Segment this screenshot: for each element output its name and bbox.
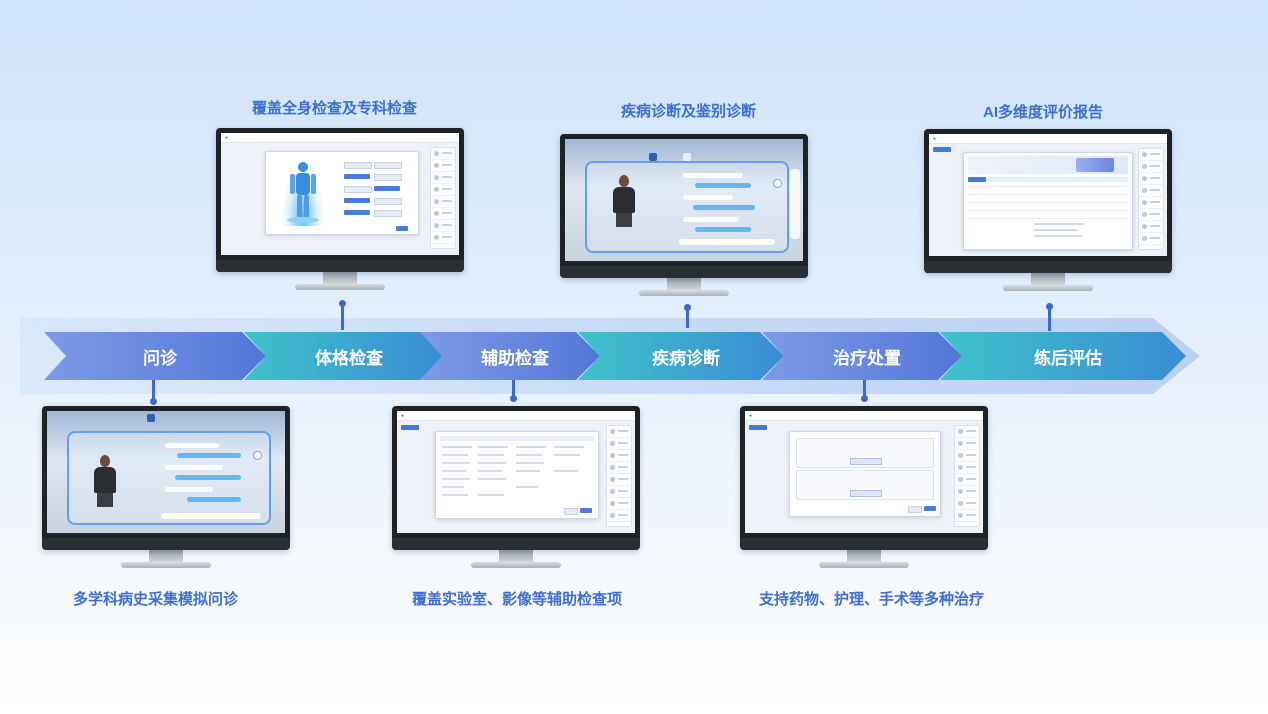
add-medication-button[interactable] bbox=[850, 458, 882, 465]
chat-input[interactable] bbox=[679, 239, 775, 245]
caption-diagnosis: 疾病诊断及鉴别诊断 bbox=[621, 103, 757, 120]
side-menu bbox=[430, 147, 456, 249]
pin-line bbox=[341, 304, 344, 330]
timeline-step-diagnosis: 疾病诊断 bbox=[578, 332, 784, 380]
confirm-button[interactable] bbox=[924, 506, 936, 511]
patient-avatar-icon bbox=[100, 455, 110, 467]
screen-consultation: ​ bbox=[47, 411, 285, 533]
caption-treatment: 支持药物、护理、手术等多种治疗 bbox=[759, 591, 985, 608]
cancel-button[interactable] bbox=[564, 508, 578, 515]
back-button[interactable] bbox=[401, 425, 419, 430]
pin-line bbox=[863, 380, 866, 399]
screen-diagnosis: ​ ​ bbox=[565, 139, 803, 261]
body-exam-dialog bbox=[265, 151, 419, 235]
monitor-physical-exam: ● bbox=[216, 128, 464, 290]
chat-input[interactable] bbox=[161, 513, 261, 519]
back-button[interactable] bbox=[933, 147, 951, 152]
timeline-step-auxiliary-exam: 辅助检查 bbox=[420, 332, 600, 380]
report-tabs bbox=[968, 177, 1128, 182]
timeline-step-consultation: 问诊 bbox=[44, 332, 266, 380]
pin-dot bbox=[861, 395, 868, 402]
pin-dot bbox=[510, 395, 517, 402]
pin-line bbox=[152, 380, 155, 402]
report-panel bbox=[963, 152, 1133, 250]
back-button[interactable] bbox=[749, 425, 767, 430]
exam-tabs bbox=[440, 436, 594, 441]
consult-title: ​ bbox=[147, 414, 155, 422]
differential-tab[interactable]: ​ bbox=[683, 153, 691, 161]
monitor-diagnosis: ​ ​ bbox=[560, 134, 808, 296]
pin-line bbox=[686, 308, 689, 328]
cancel-button[interactable] bbox=[908, 506, 922, 513]
monitor-treatment: ● bbox=[740, 406, 988, 568]
body-model-icon bbox=[278, 158, 328, 226]
pin-dot bbox=[150, 398, 157, 405]
screen-treatment: ● bbox=[745, 411, 983, 533]
diagnosis-tab[interactable]: ​ bbox=[649, 153, 657, 161]
caption-physical-exam: 覆盖全身检查及专科检查 bbox=[252, 100, 418, 117]
timeline-step-treatment: 治疗处置 bbox=[762, 332, 962, 380]
side-menu bbox=[606, 425, 632, 527]
doctor-avatar-icon bbox=[773, 179, 782, 188]
screen-auxiliary-exam: ● bbox=[397, 411, 635, 533]
exam-select-dialog bbox=[435, 431, 599, 519]
caption-consultation: 多学科病史采集模拟问诊 bbox=[73, 591, 239, 608]
caption-auxiliary-exam: 覆盖实验室、影像等辅助检查项 bbox=[412, 591, 623, 608]
pin-line bbox=[1048, 307, 1051, 331]
screen-ai-report: ● bbox=[929, 134, 1167, 256]
screen-physical-exam: ● bbox=[221, 133, 459, 255]
side-menu bbox=[1138, 148, 1164, 250]
right-toolbar bbox=[790, 169, 800, 239]
monitor-auxiliary-exam: ● bbox=[392, 406, 640, 568]
pin-line bbox=[512, 380, 515, 399]
treatment-dialog bbox=[789, 431, 941, 517]
monitor-consultation: ​ bbox=[42, 406, 290, 568]
timeline-step-evaluation: 练后评估 bbox=[940, 332, 1186, 380]
pin-dot bbox=[684, 304, 691, 311]
side-menu bbox=[954, 425, 980, 527]
pin-dot bbox=[339, 300, 346, 307]
patient-avatar-icon bbox=[619, 175, 629, 187]
score-gauge bbox=[1076, 158, 1114, 172]
monitor-ai-report: ● bbox=[924, 129, 1172, 291]
caption-ai-report: AI多维度评价报告 bbox=[983, 104, 1104, 121]
add-procedure-button[interactable] bbox=[850, 490, 882, 497]
pin-dot bbox=[1046, 303, 1053, 310]
doctor-avatar-icon bbox=[253, 451, 262, 460]
timeline-step-physical-exam: 体格检查 bbox=[244, 332, 444, 380]
confirm-button[interactable] bbox=[580, 508, 592, 513]
